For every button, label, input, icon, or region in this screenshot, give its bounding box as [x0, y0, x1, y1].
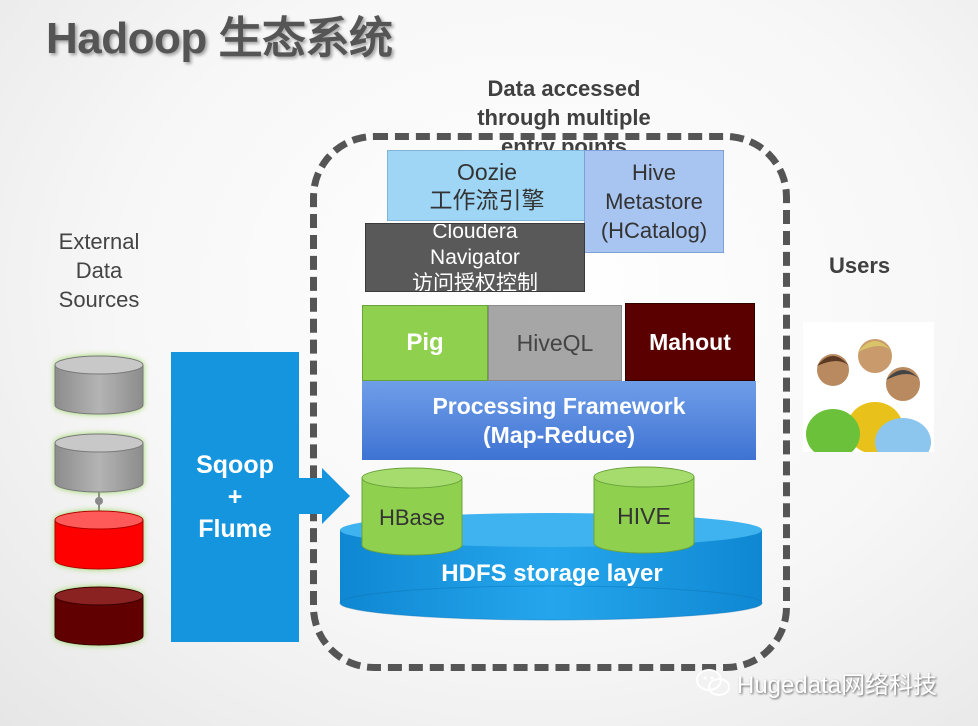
hive-metastore-box: Hive Metastore (HCatalog) [584, 150, 724, 253]
arrow-right-icon [299, 468, 350, 524]
ingest-line: Sqoop [196, 451, 274, 479]
database-cylinder-icon [54, 510, 144, 570]
cloudera-navigator-box: Cloudera Navigator 访问授权控制 [365, 223, 585, 292]
hiveql-box: HiveQL [488, 305, 622, 381]
cloudera-line: Navigator [430, 245, 520, 269]
database-cylinder-icon [54, 355, 144, 415]
ingest-line: + [227, 483, 243, 511]
external-sources-line: External [58, 229, 140, 254]
oozie-box: Oozie 工作流引擎 [387, 150, 587, 221]
caption-line: Data accessed [487, 76, 641, 101]
hive-metastore-line: Hive [631, 160, 676, 185]
oozie-line: 工作流引擎 [429, 186, 545, 213]
ingest-line: Flume [198, 515, 272, 543]
hive-label: HIVE [617, 503, 671, 529]
cloudera-line: 访问授权控制 [412, 271, 538, 292]
external-sources-line: Sources [58, 287, 140, 312]
watermark-text: Hugedata网络科技 [737, 672, 938, 699]
hive-metastore-line: Metastore [605, 189, 703, 214]
database-cylinder-icon [54, 433, 144, 493]
caption-line: through multiple [477, 105, 651, 130]
watermark: Hugedata网络科技 [695, 665, 937, 700]
hbase-cylinder [361, 467, 463, 556]
hdfs-label: HDFS storage layer [441, 560, 663, 587]
source-connector-dot [95, 497, 103, 505]
external-sources-line: Data [75, 258, 123, 283]
sqoop-flume-box: Sqoop + Flume [171, 352, 299, 642]
processing-line: (Map-Reduce) [482, 421, 636, 448]
users-label: Users [829, 253, 891, 278]
cluster-boundary [310, 133, 790, 671]
page-title: Hadoop 生态系统 [46, 14, 393, 63]
hive-cylinder [593, 466, 695, 554]
users-group-icon [803, 322, 934, 466]
wechat-icon [696, 668, 730, 696]
pig-box: Pig [362, 305, 488, 381]
database-cylinder-icon [54, 586, 144, 646]
external-sources-label: External Data Sources [38, 227, 160, 314]
cloudera-line: Cloudera [432, 223, 518, 243]
oozie-line: Oozie [456, 158, 518, 185]
hive-metastore-line: (HCatalog) [600, 218, 708, 243]
processing-framework-box: Processing Framework (Map-Reduce) [362, 381, 756, 460]
processing-line: Processing Framework [432, 392, 686, 419]
mahout-box: Mahout [625, 303, 755, 381]
hbase-label: HBase [378, 505, 446, 530]
